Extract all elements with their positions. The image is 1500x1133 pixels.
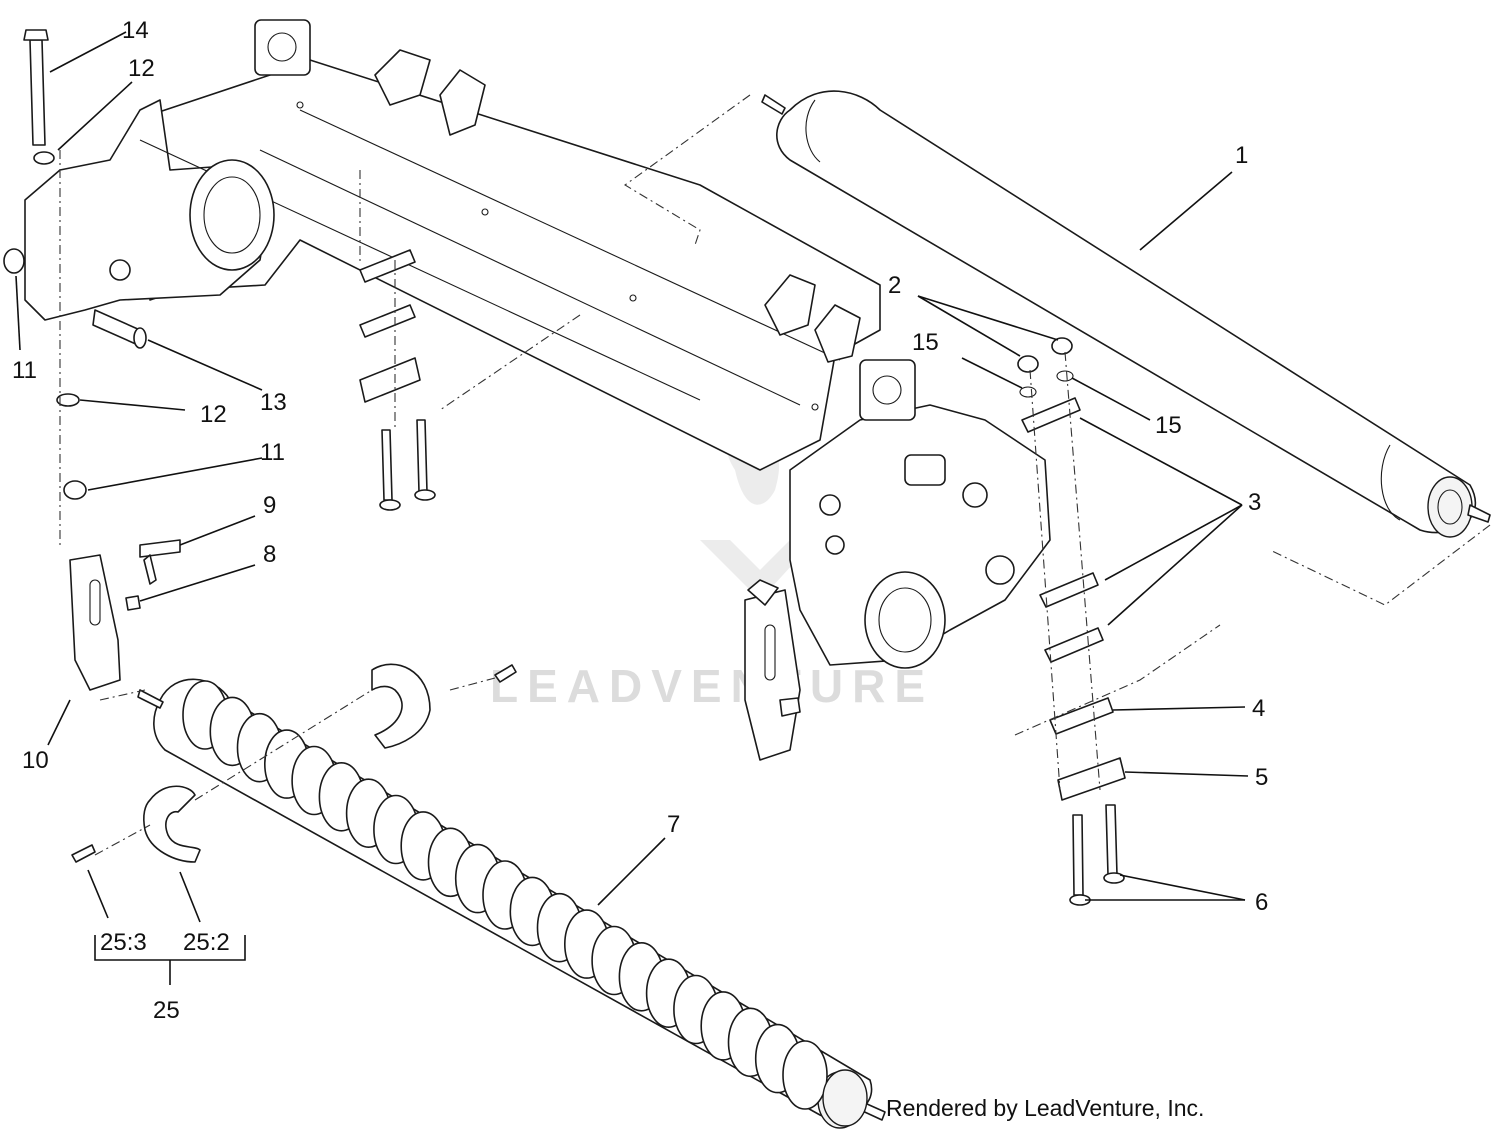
callout-7: 7 [667,811,680,838]
rear-roller [761,90,1491,538]
callout-2: 2 [888,272,901,299]
callout-14: 14 [122,17,149,44]
callout-11-lower: 11 [260,439,285,466]
callout-1: 1 [1235,142,1248,169]
right-hardware-stack [1017,337,1126,906]
callout-8: 8 [263,541,276,568]
grooved-front-roller [137,678,886,1129]
callout-6: 6 [1255,889,1268,916]
callout-25-2: 25:2 [183,929,230,956]
right-side-link [744,579,801,761]
callout-12-upper: 12 [128,55,155,82]
roller-half-clamp-lower [143,785,201,863]
callout-3: 3 [1248,489,1261,516]
callout-10: 10 [22,747,49,774]
callout-25: 25 [153,997,180,1024]
callout-11-upper: 11 [12,357,37,384]
render-credit: Rendered by LeadVenture, Inc. [886,1095,1205,1121]
callout-4: 4 [1252,695,1265,722]
callout-labels: 1 2 3 4 5 6 7 8 9 10 11 11 12 12 13 14 1… [12,17,1268,1024]
watermark-text: LEADVENTURE [490,660,934,712]
alignment-lines [59,94,1491,856]
leader-lines [15,31,1249,985]
center-hardware-stack [359,249,436,511]
left-hardware-stack [3,29,181,691]
callout-12-lower: 12 [200,401,227,428]
clamp-bolt-upper [494,664,517,683]
clamp-bolt-lower [71,844,96,863]
callout-15-left: 15 [912,329,939,356]
callout-9: 9 [263,492,276,519]
callout-15-right: 15 [1155,412,1182,439]
roller-half-clamp-upper [371,663,431,749]
callout-25-3: 25:3 [100,929,147,956]
frame-assembly [24,19,1051,669]
roller-groove-ring [782,1040,828,1110]
callout-5: 5 [1255,764,1268,791]
callout-13: 13 [260,389,287,416]
roller-end-bearing [822,1069,868,1127]
